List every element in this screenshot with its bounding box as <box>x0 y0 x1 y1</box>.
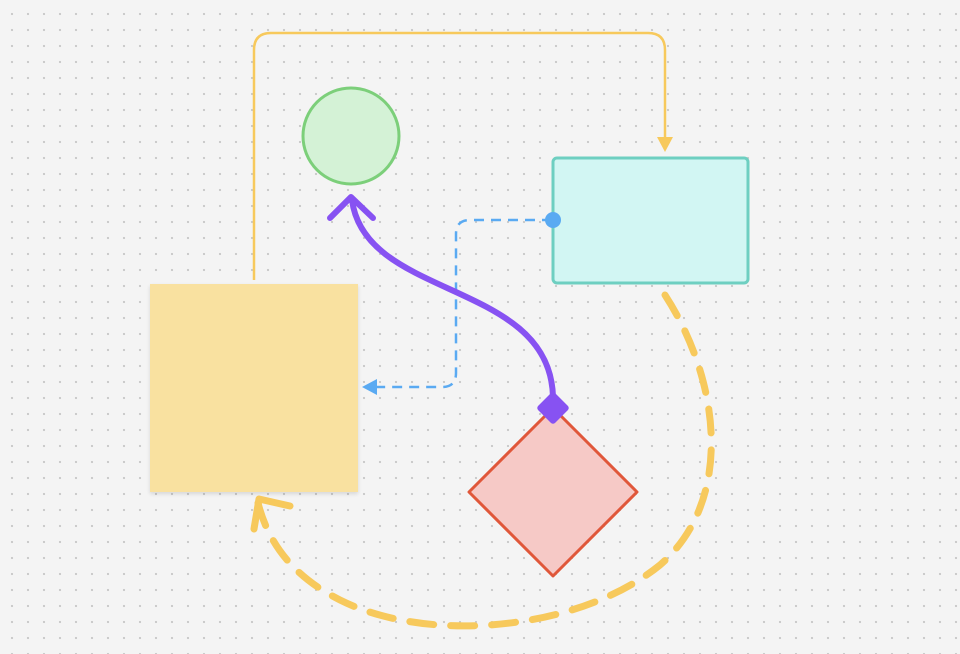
arrowhead-yellow-dashed-curve <box>250 495 294 533</box>
connector-blue-dashed[interactable] <box>376 218 552 389</box>
connector-purple-curve[interactable] <box>349 197 556 400</box>
connector-start-dot[interactable] <box>545 212 561 228</box>
connector-start-diamond-handle[interactable] <box>536 391 570 425</box>
connector-yellow-elbow[interactable] <box>252 31 667 280</box>
sticky-note[interactable] <box>150 284 358 492</box>
connector-yellow-dashed-curve[interactable] <box>254 291 715 630</box>
rectangle-shape[interactable] <box>551 156 750 285</box>
arrowhead-purple-curve <box>327 194 376 221</box>
arrowhead-yellow-elbow <box>657 137 673 152</box>
diamond-shape[interactable] <box>467 406 639 578</box>
arrowhead-blue-dashed <box>362 379 377 395</box>
circle-shape[interactable] <box>301 86 401 186</box>
